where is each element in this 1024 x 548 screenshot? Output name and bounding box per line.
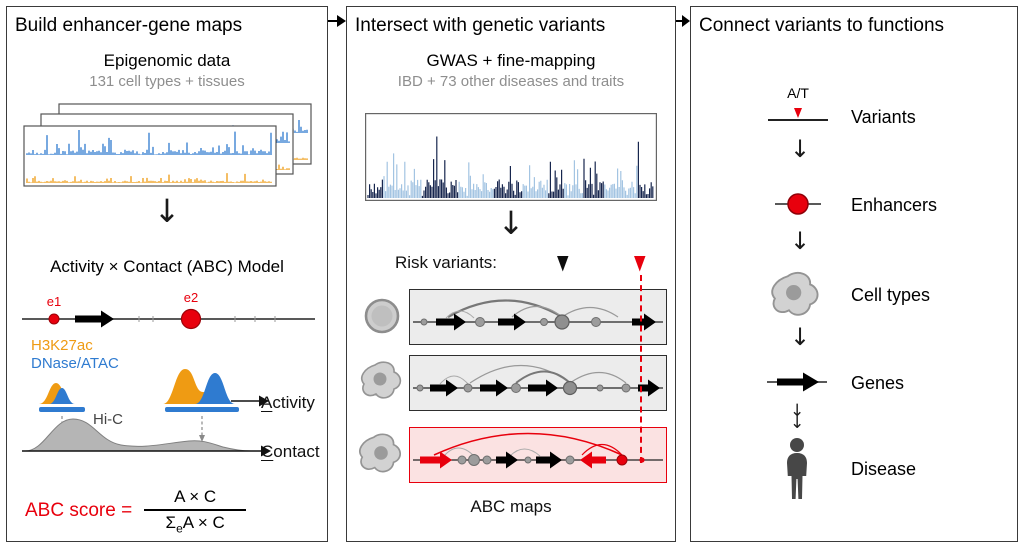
down-arrow-icon: ↓	[497, 204, 525, 242]
gene-arrow-icon	[767, 372, 827, 392]
score-numerator: A × C	[174, 487, 217, 506]
flow-arrow-2-icon	[676, 15, 690, 27]
enhancers-label: Enhancers	[851, 195, 938, 215]
contact-label: Contact	[261, 442, 320, 461]
black-variant-marker-icon: ▼	[557, 250, 569, 275]
enhancer2-circle-icon	[180, 308, 202, 330]
epigenomic-data-subtitle: 131 cell types + tissues	[89, 73, 245, 90]
abc-score-label: ABC score =	[25, 500, 133, 522]
manhattan-plot	[365, 113, 657, 201]
down-arrow-icon: ↓	[790, 227, 811, 255]
hic-label: Hi-C	[93, 411, 123, 428]
activity-label: Activity	[261, 393, 315, 412]
variants-label: Variants	[851, 107, 916, 127]
human-silhouette-icon	[787, 438, 807, 499]
abc-score-fraction: A × C ΣeA × C	[144, 487, 247, 536]
epigenomic-data-title: Epigenomic data	[103, 51, 231, 70]
down-arrow-icon: ↓	[790, 135, 811, 163]
h3k27ac-label: H3K27ac	[31, 337, 93, 354]
gwas-title: GWAS + fine-mapping	[426, 51, 596, 70]
abc-map-row-2	[409, 355, 667, 411]
track-sheet-front	[23, 125, 277, 187]
dnase-atac-label: DNase/ATAC	[31, 355, 119, 372]
enhancer1-circle-icon	[48, 313, 60, 325]
enhancer2-label: e2	[184, 290, 198, 305]
double-down-arrow-icon: ↓↓	[790, 401, 805, 433]
variant-tick-icon	[768, 108, 828, 121]
cell-types-label: Cell types	[851, 285, 931, 305]
enhancer-gene-line: e1 e2	[22, 290, 315, 330]
genes-label: Genes	[851, 373, 905, 393]
epigenomic-tracks-icon	[23, 103, 312, 187]
cell-type-2-icon	[360, 361, 402, 399]
enhancer1-label: e1	[47, 294, 61, 309]
abc-map-row-3-highlighted	[409, 427, 667, 483]
panel-intersect-genetic-variants: Intersect with genetic variants GWAS + f…	[346, 6, 676, 542]
hic-contact-curve	[22, 418, 271, 457]
panel2-title: Intersect with genetic variants	[355, 15, 606, 36]
flow-arrow-1-icon	[328, 15, 346, 27]
abc-map-row-1	[409, 289, 667, 345]
score-denominator: ΣeA × C	[165, 512, 225, 536]
abc-model-title: Activity × Contact (ABC) Model	[50, 257, 284, 276]
cell-type-icon	[771, 271, 819, 316]
risk-variants-label: Risk variants:	[395, 253, 498, 272]
abc-maps-label: ABC maps	[470, 497, 552, 516]
panel1-title: Build enhancer-gene maps	[15, 15, 243, 36]
enhancer-circle-icon	[775, 193, 821, 215]
red-dashed-variant-line	[640, 275, 642, 463]
fraction-bar	[144, 509, 247, 511]
activity-peaks	[39, 369, 269, 412]
cell-type-3-icon	[359, 433, 402, 473]
down-arrow-icon: ↓	[153, 192, 181, 230]
panel-build-enhancer-gene-maps: Build enhancer-gene maps Epigenomic data…	[6, 6, 328, 542]
contact-arrow-icon	[261, 445, 271, 457]
red-variant-marker-icon: ▼	[634, 250, 646, 275]
manhattan-bars	[367, 136, 654, 198]
allele-label: A/T	[787, 85, 809, 101]
cell-type-monocyte-icon	[364, 298, 400, 334]
panel-connect-variants-functions: Connect variants to functions A/T Varian…	[690, 6, 1018, 542]
panel3-title: Connect variants to functions	[699, 15, 945, 36]
activity-arrow-icon	[259, 395, 269, 407]
down-arrow-icon: ↓	[790, 323, 811, 351]
disease-label: Disease	[851, 459, 917, 479]
gwas-subtitle: IBD + 73 other diseases and traits	[397, 73, 625, 90]
gene-arrow-icon	[75, 310, 114, 328]
abc-score-formula: ABC score = A × C ΣeA × C	[25, 487, 247, 536]
abc-model-diagram: e1 e2	[22, 290, 315, 457]
